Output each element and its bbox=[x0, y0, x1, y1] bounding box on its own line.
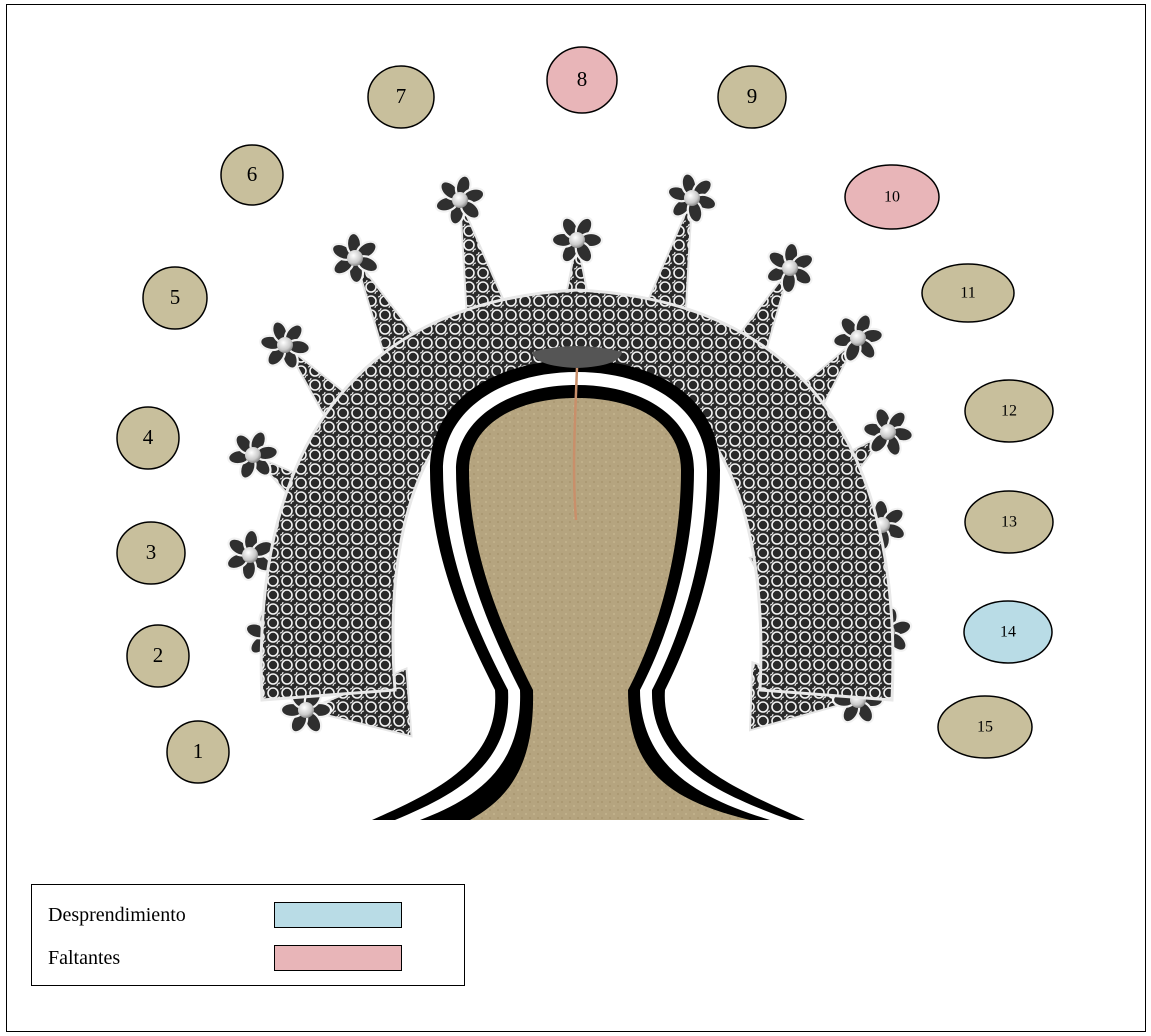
marker-15: 15 bbox=[938, 696, 1032, 758]
marker-3: 3 bbox=[117, 522, 185, 584]
marker-label: 5 bbox=[170, 285, 181, 309]
marker-8: 8 bbox=[547, 47, 617, 113]
marker-label: 7 bbox=[396, 84, 407, 108]
pearl bbox=[569, 232, 585, 248]
marker-label: 3 bbox=[146, 540, 157, 564]
marker-6: 6 bbox=[221, 145, 283, 205]
marker-12: 12 bbox=[965, 380, 1053, 442]
pearl bbox=[347, 250, 363, 266]
pearl bbox=[298, 702, 314, 718]
marker-label: 15 bbox=[977, 719, 993, 736]
legend-item-faltantes: Faltantes bbox=[48, 943, 402, 973]
rosette bbox=[666, 172, 718, 224]
legend-item-desprendimiento: Desprendimiento bbox=[48, 900, 402, 930]
legend-swatch bbox=[274, 902, 402, 928]
pearl bbox=[850, 330, 866, 346]
marker-label: 1 bbox=[193, 739, 204, 763]
legend-label: Faltantes bbox=[48, 947, 274, 970]
rosette bbox=[862, 406, 914, 458]
legend-label: Desprendimiento bbox=[48, 904, 274, 927]
marker-label: 14 bbox=[1000, 624, 1016, 641]
pearl bbox=[684, 190, 700, 206]
legend-swatch bbox=[274, 945, 402, 971]
marker-label: 9 bbox=[747, 84, 758, 108]
marker-label: 11 bbox=[960, 285, 975, 302]
marker-label: 2 bbox=[153, 643, 164, 667]
pearl bbox=[452, 192, 468, 208]
marker-4: 4 bbox=[117, 407, 179, 469]
pearl bbox=[277, 337, 293, 353]
marker-13: 13 bbox=[965, 491, 1053, 553]
pearl bbox=[782, 260, 798, 276]
rosette bbox=[434, 174, 486, 226]
marker-10: 10 bbox=[845, 165, 939, 229]
marker-label: 10 bbox=[884, 189, 900, 206]
pearl bbox=[242, 547, 258, 563]
marker-label: 6 bbox=[247, 162, 258, 186]
marker-label: 13 bbox=[1001, 514, 1017, 531]
marker-5: 5 bbox=[143, 267, 207, 329]
marker-14: 14 bbox=[964, 601, 1052, 663]
pearl bbox=[245, 447, 261, 463]
marker-label: 4 bbox=[143, 425, 154, 449]
marker-1: 1 bbox=[167, 721, 229, 783]
marker-label: 12 bbox=[1001, 403, 1017, 420]
pearl bbox=[880, 424, 896, 440]
legend: Desprendimiento Faltantes bbox=[31, 884, 465, 986]
marker-label: 8 bbox=[577, 67, 588, 91]
marker-11: 11 bbox=[922, 264, 1014, 322]
rosette bbox=[764, 243, 815, 294]
rosette bbox=[329, 233, 380, 284]
marker-7: 7 bbox=[368, 66, 434, 128]
marker-9: 9 bbox=[718, 66, 786, 128]
marker-2: 2 bbox=[127, 625, 189, 687]
